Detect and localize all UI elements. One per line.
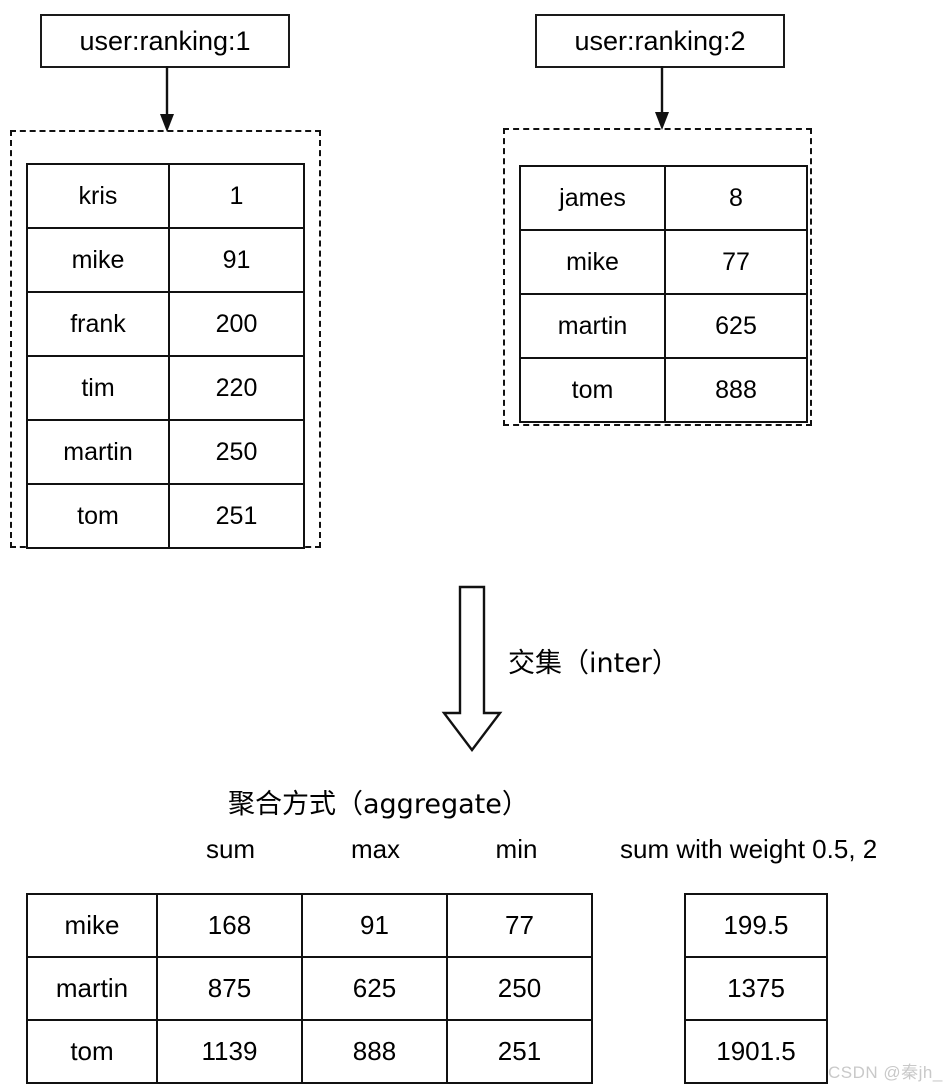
set-2-table: james 8 mike 77 martin 625 tom 888 bbox=[519, 165, 808, 423]
weighted-result-table: 199.5 1375 1901.5 bbox=[684, 893, 828, 1084]
csdn-watermark: CSDN @秦jh_ bbox=[828, 1063, 943, 1082]
aggregate-header-min: min bbox=[495, 834, 538, 864]
aggregate-header-weighted: sum with weight 0.5, 2 bbox=[620, 834, 878, 864]
aggregate-header-sum: sum bbox=[205, 834, 256, 864]
set-2-member-name: james bbox=[519, 165, 666, 231]
table-row: martin 250 bbox=[26, 419, 305, 485]
set-2-member-score: 625 bbox=[664, 293, 808, 359]
set-2-member-score: 8 bbox=[664, 165, 808, 231]
table-row: mike 168 91 77 bbox=[26, 893, 593, 958]
weighted-row-value: 199.5 bbox=[684, 893, 828, 958]
table-row: frank 200 bbox=[26, 291, 305, 357]
table-row: tom 1139 888 251 bbox=[26, 1019, 593, 1084]
set-1-member-score: 91 bbox=[168, 227, 305, 293]
weighted-row-value: 1901.5 bbox=[684, 1019, 828, 1084]
arrow-key-1-to-set-1 bbox=[160, 66, 174, 132]
arrow-key-2-to-set-2 bbox=[655, 66, 669, 130]
set-1-member-name: kris bbox=[26, 163, 170, 229]
intersection-arrow bbox=[441, 585, 503, 752]
table-row: mike 77 bbox=[519, 229, 808, 295]
aggregate-row-min: 251 bbox=[446, 1019, 593, 1084]
key-box-ranking-1: user:ranking:1 bbox=[40, 14, 290, 68]
table-row: james 8 bbox=[519, 165, 808, 231]
set-1-table: kris 1 mike 91 frank 200 tim 220 martin … bbox=[26, 163, 305, 549]
aggregate-title: 聚合方式（aggregate） bbox=[228, 789, 529, 820]
set-2-container bbox=[503, 128, 812, 426]
set-1-member-score: 250 bbox=[168, 419, 305, 485]
table-row: tom 888 bbox=[519, 357, 808, 423]
set-1-member-score: 220 bbox=[168, 355, 305, 421]
aggregate-row-name: martin bbox=[26, 956, 158, 1021]
set-1-member-score: 1 bbox=[168, 163, 305, 229]
table-row: tim 220 bbox=[26, 355, 305, 421]
aggregate-row-min: 77 bbox=[446, 893, 593, 958]
table-row: martin 875 625 250 bbox=[26, 956, 593, 1021]
weighted-row-value: 1375 bbox=[684, 956, 828, 1021]
set-1-member-score: 251 bbox=[168, 483, 305, 549]
set-2-member-score: 888 bbox=[664, 357, 808, 423]
key-box-ranking-2-label: user:ranking:2 bbox=[574, 25, 746, 56]
set-1-member-name: frank bbox=[26, 291, 170, 357]
inter-label: 交集（inter） bbox=[508, 648, 679, 679]
set-1-member-name: mike bbox=[26, 227, 170, 293]
set-2-member-name: mike bbox=[519, 229, 666, 295]
set-1-member-name: martin bbox=[26, 419, 170, 485]
set-2-member-name: tom bbox=[519, 357, 666, 423]
key-box-ranking-2: user:ranking:2 bbox=[535, 14, 785, 68]
set-1-member-name: tom bbox=[26, 483, 170, 549]
table-row: mike 91 bbox=[26, 227, 305, 293]
aggregate-row-max: 91 bbox=[301, 893, 448, 958]
set-1-member-score: 200 bbox=[168, 291, 305, 357]
set-1-member-name: tim bbox=[26, 355, 170, 421]
aggregate-row-max: 888 bbox=[301, 1019, 448, 1084]
aggregate-row-name: tom bbox=[26, 1019, 158, 1084]
aggregate-row-min: 250 bbox=[446, 956, 593, 1021]
aggregate-row-name: mike bbox=[26, 893, 158, 958]
table-row: kris 1 bbox=[26, 163, 305, 229]
aggregate-row-max: 625 bbox=[301, 956, 448, 1021]
aggregate-row-sum: 875 bbox=[156, 956, 303, 1021]
aggregate-row-sum: 168 bbox=[156, 893, 303, 958]
table-row: tom 251 bbox=[26, 483, 305, 549]
aggregate-row-sum: 1139 bbox=[156, 1019, 303, 1084]
set-2-member-score: 77 bbox=[664, 229, 808, 295]
table-row: martin 625 bbox=[519, 293, 808, 359]
aggregate-header-max: max bbox=[350, 834, 401, 864]
key-box-ranking-1-label: user:ranking:1 bbox=[79, 25, 251, 56]
table-row: 1375 bbox=[684, 956, 828, 1021]
table-row: 199.5 bbox=[684, 893, 828, 958]
aggregate-result-table: mike 168 91 77 martin 875 625 250 tom 11… bbox=[26, 893, 593, 1084]
table-row: 1901.5 bbox=[684, 1019, 828, 1084]
set-2-member-name: martin bbox=[519, 293, 666, 359]
